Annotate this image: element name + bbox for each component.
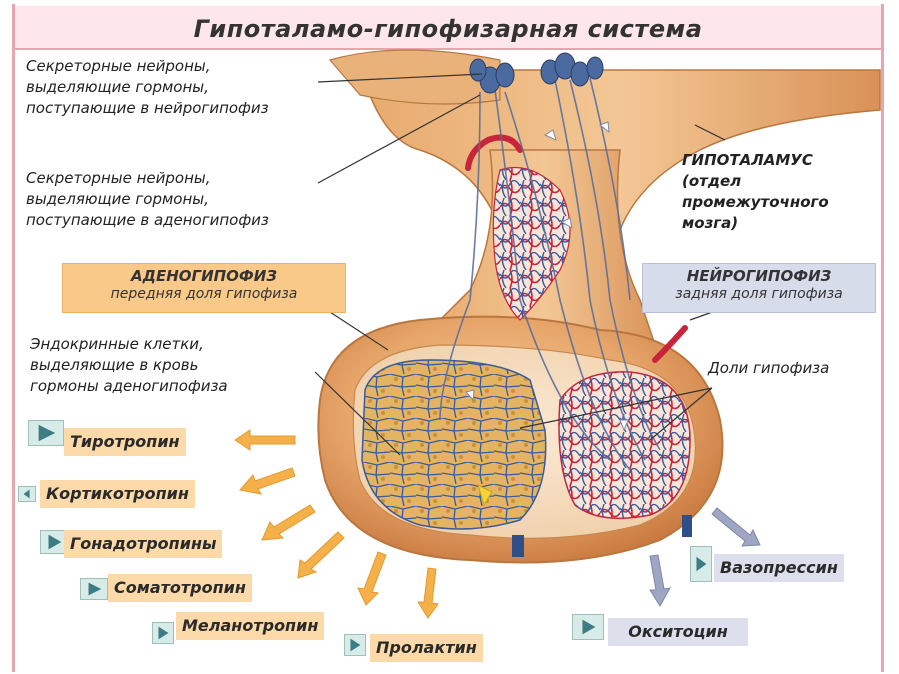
play-triangle-icon xyxy=(23,489,30,499)
hormone-melanotropin: Меланотропин xyxy=(176,612,325,640)
play-prolactin-button[interactable] xyxy=(344,634,366,656)
play-triangle-icon xyxy=(48,534,62,550)
play-tirotropin-button[interactable] xyxy=(28,420,64,446)
play-triangle-icon xyxy=(582,619,596,635)
hormone-vasopressin: Вазопрессин xyxy=(714,554,844,582)
page-title: Гипоталамо-гипофизарная система xyxy=(193,15,703,43)
hormone-gonadotropins: Гонадотропины xyxy=(64,530,223,558)
anterior-lobe xyxy=(361,359,547,530)
secretory-neurons-anterior-label: Секреторные нейроны, выделяющие гормоны,… xyxy=(26,169,269,229)
play-vasopressin-button[interactable] xyxy=(690,546,712,582)
neurohypophysis-subtitle: задняя доля гипофиза xyxy=(675,286,843,302)
hypothalamus-label: ГИПОТАЛАМУС (отдел промежуточного мозга) xyxy=(682,151,829,232)
neurohypophysis-tag: НЕЙРОГИПОФИЗ задняя доля гипофиза xyxy=(642,263,876,313)
adenohypophysis-name: АДЕНОГИПОФИЗ xyxy=(130,267,278,285)
secretory-neurons-posterior-label: Секреторные нейроны, выделяющие гормоны,… xyxy=(26,57,269,117)
play-triangle-icon xyxy=(350,638,361,652)
page-frame xyxy=(12,4,884,672)
hormone-somatotropin: Соматотропин xyxy=(108,574,252,602)
endocrine-cells-label: Эндокринные клетки, выделяющие в кровь г… xyxy=(30,335,228,395)
hormone-corticotropin: Кортикотропин xyxy=(40,480,195,508)
hormone-oxytocin: Окситоцин xyxy=(608,618,748,646)
adenohypophysis-tag: АДЕНОГИПОФИЗ передняя доля гипофиза xyxy=(62,263,346,313)
pituitary-lobes-label: Доли гипофиза xyxy=(708,359,830,377)
hormone-tirotropin: Тиротропин xyxy=(64,428,186,456)
play-oxytocin-button[interactable] xyxy=(572,614,604,640)
play-triangle-icon xyxy=(158,626,169,640)
title-bar: Гипоталамо-гипофизарная система xyxy=(15,6,881,50)
hormone-prolactin: Пролактин xyxy=(370,634,483,662)
play-corticotropin-button[interactable] xyxy=(18,486,36,502)
play-triangle-icon xyxy=(38,424,56,442)
play-somatotropin-button[interactable] xyxy=(80,578,108,600)
adenohypophysis-subtitle: передняя доля гипофиза xyxy=(110,286,298,302)
play-melanotropin-button[interactable] xyxy=(152,622,174,644)
play-triangle-icon xyxy=(88,582,102,596)
neurohypophysis-name: НЕЙРОГИПОФИЗ xyxy=(686,267,832,285)
play-triangle-icon xyxy=(696,556,707,572)
play-gonadotropins-button[interactable] xyxy=(40,530,68,554)
